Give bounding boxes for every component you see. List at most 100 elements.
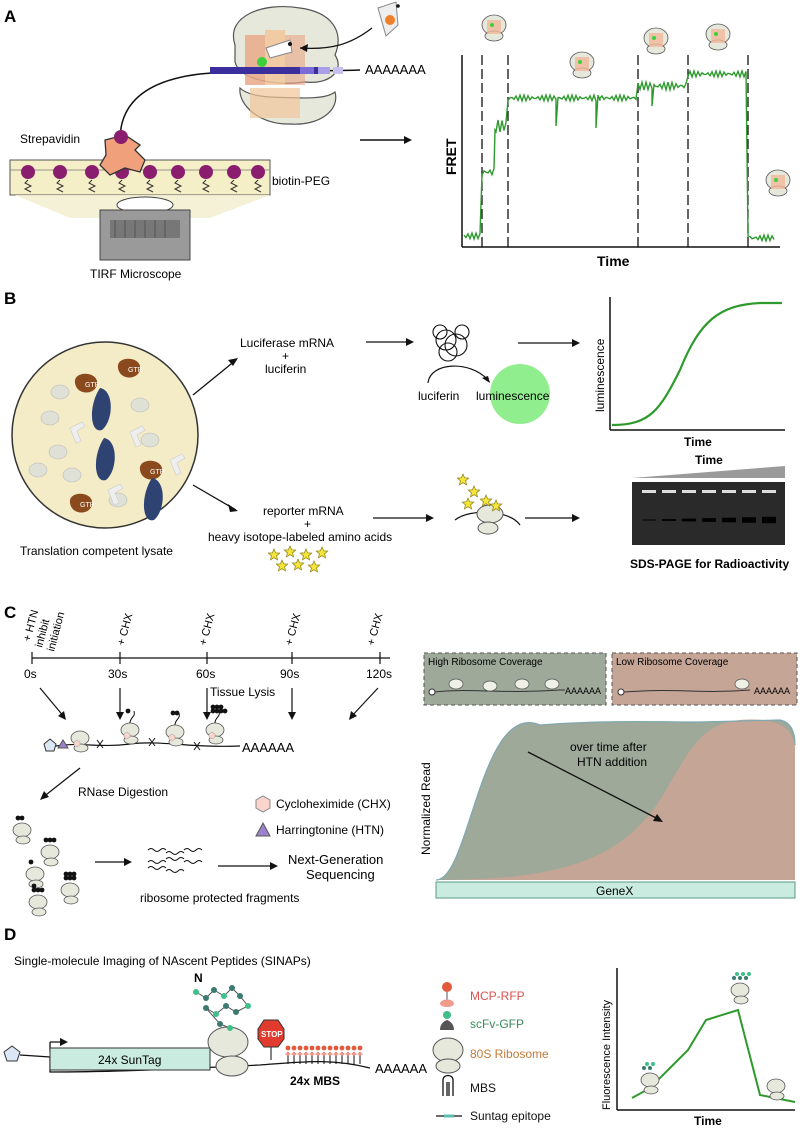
ribosome-blob [40,410,60,426]
trna-shape [129,425,146,448]
mcp-rfp-dot [321,1045,327,1051]
htn-legend: Harringtonine (HTN) [276,823,384,837]
gel-product-band [742,517,756,523]
nascent-peptide [193,985,251,1031]
lum-x-label: Time [684,435,712,449]
ribosome [70,730,90,753]
d-ribosome [207,1026,249,1077]
mcp-rfp-dot [297,1045,303,1051]
mini-ribosome [765,169,791,197]
fragment-squiggles [147,848,203,873]
stop-sign: STOP [257,1019,285,1060]
star-pile [267,545,329,573]
luminescence-glow [490,364,550,424]
fragment [165,869,185,873]
mini-ribosome [481,14,507,42]
time-0: 0s [24,667,37,681]
mcp-rfp-dot [291,1045,297,1051]
luciferase-mrna-label: Luciferase mRNA [240,336,334,350]
time-90: 90s [280,667,299,681]
peptide-bead [227,1025,233,1031]
luminescence-label: luminescence [476,389,550,403]
fragment [183,848,203,852]
star [479,494,493,507]
star [291,558,305,571]
peptide-bead [221,993,227,999]
cap-pentagon [3,1045,21,1062]
box-ribosome [544,678,560,690]
cap [43,738,57,752]
star [307,560,321,573]
chx-hexagon [255,795,271,813]
green-fluorophore [257,57,267,67]
ribosome-small-subunit [239,86,337,125]
box-ribosome [448,678,464,690]
star [467,485,481,498]
peptide-bead [203,995,209,1001]
fragments-label: ribosome protected fragments [140,891,299,905]
ngs-label-2: Sequencing [306,867,375,882]
svg-text:+: + [282,349,289,363]
ngs-label-1: Next-Generation [288,852,383,867]
svg-text:GTP: GTP [128,367,143,374]
gel-caption: SDS-PAGE for Radioactivity [630,557,789,571]
svg-text:80S Ribosome: 80S Ribosome [470,1047,549,1061]
streptavidin-label: Strepavidin [20,132,80,146]
digested-ribosome [25,859,45,889]
plot-ribosome [730,972,751,1005]
gel-product-band [662,519,676,521]
digested-ribosome [12,815,32,845]
fragment [147,860,167,864]
svg-text:MCP-RFP: MCP-RFP [470,989,525,1003]
annotation-2: HTN addition [577,755,647,769]
ribosome-blob [50,384,70,400]
mcp-rfp-dot [345,1045,351,1051]
low-coverage-box [611,652,798,706]
ribosome-blob [28,462,48,478]
low-cov-polya: AAAAAA [754,686,790,696]
chx-90: + CHX [283,611,303,646]
svg-text:heavy isotope-labeled amino ac: heavy isotope-labeled amino acids [208,530,392,544]
digested-ribosomes [12,815,80,917]
luciferin-label: luciferin [418,389,459,403]
gene-bar [435,881,796,899]
gene-label: GeneX [596,884,633,898]
gel-product-band [682,518,696,522]
svg-text:STOP: STOP [261,1030,283,1039]
svg-text:Low Ribosome Coverage: Low Ribosome Coverage [616,657,729,668]
fragment [147,866,167,870]
gel-product-band [702,518,716,522]
star [489,499,503,512]
panel-a-letter: A [4,7,16,26]
fret-trace [463,68,775,244]
plot-ribosome [640,1062,660,1095]
annotation-arrow [527,751,661,821]
peptide-bead [233,1009,239,1015]
chx-30: + CHX [115,611,135,646]
fragment [147,848,167,852]
biotin [85,165,99,179]
svg-text:GTP: GTP [85,382,100,389]
biotin [143,165,157,179]
brown-area [436,719,795,880]
legend-scfv-gfp [440,1011,454,1030]
mcp-rfp-dot [309,1045,315,1051]
peptide-bead [203,1005,209,1011]
svg-text:Suntag epitope: Suntag epitope [470,1109,551,1123]
blue-protein [143,478,163,521]
panel-c-letter: C [4,603,16,622]
box-ribosome [482,680,498,692]
mcp-rfp-dot [333,1045,339,1051]
biotin [171,165,185,179]
star [275,559,289,572]
svg-text:GTP: GTP [80,502,95,509]
svg-text:MBS: MBS [470,1081,496,1095]
digested-ribosome [28,883,48,917]
fret-ribosome-icons [481,14,791,197]
svg-text:High Ribosome Coverage: High Ribosome Coverage [428,657,543,668]
fragment [183,860,203,864]
time-30: 30s [108,667,127,681]
trna-shape [107,483,124,506]
translating-ribosome [454,504,521,535]
tangled-protein [432,324,470,362]
